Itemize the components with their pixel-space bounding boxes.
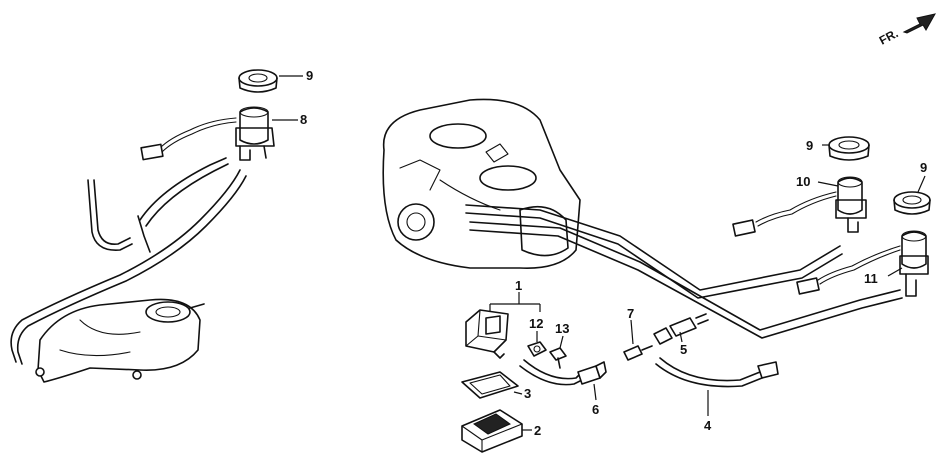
callout-2: 2 — [534, 423, 541, 438]
callout-8: 8 — [300, 112, 307, 127]
engine-block — [382, 98, 581, 269]
solenoid-valve-10 — [732, 176, 867, 237]
front-direction-label: FR. — [877, 26, 901, 47]
control-solenoid-left — [140, 106, 275, 161]
callout-3: 3 — [524, 386, 531, 401]
vacuum-lines-right — [465, 204, 903, 339]
callout-9-middle: 9 — [806, 138, 813, 153]
clamp-ring-right-upper — [828, 136, 870, 161]
callout-1: 1 — [515, 278, 522, 293]
hose-4 — [655, 357, 779, 388]
nut-12 — [527, 341, 547, 357]
callout-7: 7 — [627, 306, 634, 321]
clamp-ring-top-left — [238, 69, 278, 93]
bolt-13 — [549, 347, 567, 369]
callout-11: 11 — [864, 271, 878, 286]
intake-manifold-left — [35, 298, 205, 383]
hose-fitting-5 — [653, 313, 709, 345]
front-direction-indicator: FR. — [877, 13, 936, 48]
callout-9-left: 9 — [306, 68, 313, 83]
callout-12: 12 — [529, 316, 543, 331]
connector-7 — [623, 345, 653, 361]
callout-9-right: 9 — [920, 160, 927, 175]
sensor-assembly-1 — [465, 309, 509, 359]
gasket-plate-3 — [461, 371, 519, 399]
callout-10: 10 — [796, 174, 810, 189]
hose-6 — [519, 359, 607, 386]
callout-5: 5 — [680, 342, 687, 357]
callout-4: 4 — [704, 418, 712, 433]
arrow-forward-icon — [902, 13, 936, 34]
solenoid-valve-11 — [796, 230, 929, 297]
vacuum-hoses-left — [10, 157, 247, 365]
callout-6: 6 — [592, 402, 599, 417]
callout-13: 13 — [555, 321, 569, 336]
clamp-ring-right-far — [893, 191, 931, 215]
mounting-base-2 — [461, 409, 523, 453]
